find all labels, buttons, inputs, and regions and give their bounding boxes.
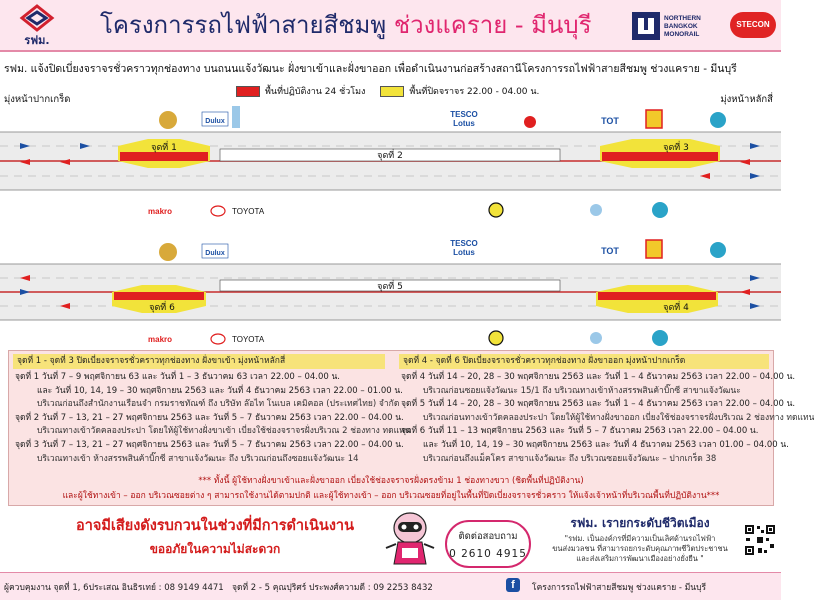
schedule-line: บริเวณทางเข้าวัดคลองประปา โดยให้ผู้ใช้ทา… xyxy=(37,426,411,437)
northern-bangkok-monorail-logo: NORTHERN BANGKOK MONORAIL xyxy=(632,12,701,40)
tot-logo-lower: TOT xyxy=(601,246,619,256)
schedule-line: จุดที่ 6 วันที่ 11 – 13 พฤศจิกายน 2563 แ… xyxy=(401,426,759,437)
schedule-left-heading: จุดที่ 1 - จุดที่ 3 ปิดเบี่ยงจราจรชั่วคร… xyxy=(13,354,385,369)
srt-slogan: รฟม. เรายกระดับชีวิตเมือง xyxy=(570,516,710,530)
schedule-line: บริเวณก่อนซอยแจ้งวัฒนะ 15/1 ถึง บริเวณทา… xyxy=(423,385,741,396)
contact-label: ติดต่อสอบถาม xyxy=(458,531,518,542)
upper-landmarks: Dulux TESCO Lotus TOT makro TOYOTA xyxy=(148,106,726,218)
lower-landmarks: Dulux TESCO Lotus TOT makro TOYOTA xyxy=(148,239,726,346)
apology-block: อาจมีเสียงดังรบกวนในช่วงที่มีการดำเนินงา… xyxy=(0,510,410,568)
srt-logo: รฟม. xyxy=(19,4,55,47)
schedule-line: และ วันที่ 10, 14, 19 – 30 พฤศจิกายน 256… xyxy=(423,439,789,450)
upper-road-arrows-blue xyxy=(20,143,760,179)
zone-2-area xyxy=(219,148,561,162)
zone-1-work xyxy=(120,152,208,161)
header-banner: รฟม. โครงการรถไฟฟ้าสายสีชมพู ช่วงแคราย -… xyxy=(0,0,781,52)
makro-logo-lower: makro xyxy=(148,335,172,344)
dulux-logo-upper: Dulux xyxy=(205,118,225,125)
lower-road-arrows xyxy=(20,275,750,309)
facebook-icon[interactable]: f xyxy=(506,578,520,592)
apology-line-2: ขออภัยในความไม่สะดวก xyxy=(149,542,281,556)
direction-left-label: มุ่งหน้าปากเกร็ด xyxy=(4,94,71,105)
contact-phone[interactable]: 0 2610 4915 xyxy=(449,548,527,560)
page-title: โครงการรถไฟฟ้าสายสีชมพู ช่วงแคราย - มีนบ… xyxy=(100,8,592,42)
schedule-line: จุดที่ 2 วันที่ 7 – 13, 21 – 27 พฤศจิกาย… xyxy=(15,412,404,423)
schedule-line: บริเวณทางเข้า ห้างสรรพสินค้าบิ๊กซี สาขาแ… xyxy=(37,453,359,464)
lower-road-arrows-blue xyxy=(20,275,760,309)
srt-desc-line-2: ขนส่งมวลชน ที่สามารถยกระดับคุณภาพชีวิตปร… xyxy=(552,544,728,553)
schedule-line: บริเวณก่อนถึงสำนักงานเรือนจำ กรมราชทัณฑ์… xyxy=(37,399,400,410)
schedule-line: บริเวณก่อนทางเข้าวัดคลองประปา โดยให้ผู้ใ… xyxy=(423,412,814,423)
zone-5-label: จุดที่ 5 xyxy=(377,279,403,292)
tesco-logo-upper: TESCO xyxy=(450,110,478,119)
zone-3-label: จุดที่ 3 xyxy=(663,140,689,153)
toyota-logo-upper: TOYOTA xyxy=(232,207,265,216)
schedule-line: จุดที่ 1 วันที่ 7 – 9 พฤศจิกายน 63 และ ว… xyxy=(15,372,340,382)
zone-6-work xyxy=(114,292,204,300)
qr-code-icon[interactable] xyxy=(744,524,776,556)
lotus-logo-upper: Lotus xyxy=(453,119,475,128)
zone-1-label: จุดที่ 1 xyxy=(151,140,177,153)
upper-road: จุดที่ 1 จุดที่ 2 จุดที่ 3 xyxy=(0,131,781,191)
schedule-line: จุดที่ 4 วันที่ 14 – 20, 28 – 30 พฤศจิกา… xyxy=(401,372,796,382)
stecon-logo: STECON xyxy=(730,12,776,38)
legend-red-label: พื้นที่ปฏิบัติงาน 24 ชั่วโมง xyxy=(265,87,366,97)
schedule-line: จุดที่ 3 วันที่ 7 – 13, 21 – 27 พฤศจิกาย… xyxy=(15,439,404,450)
footer-contact-2: จุดที่ 2 - 5 คุณปุริศร์ ประพงศ์ความดี : … xyxy=(232,583,433,593)
nbm-line-3: MONORAIL xyxy=(664,31,699,38)
zone-4-work xyxy=(598,292,716,300)
road-closure-map: จุดที่ 1 จุดที่ 2 จุดที่ 3 จุดที่ 6 จุดท… xyxy=(0,106,781,346)
schedule-note-2: และผู้ใช้ทางเข้า – ออก บริเวณซอยต่าง ๆ ส… xyxy=(62,491,720,501)
footer-bar: ผู้ควบคุมงาน จุดที่ 1, 6ประเสณ อินธิรเทย… xyxy=(0,572,781,600)
bank-icon-lower xyxy=(652,202,668,218)
map-legend: พื้นที่ปฏิบัติงาน 24 ชั่วโมง พื้นที่ปิดจ… xyxy=(236,84,551,100)
schedule-right-column: จุดที่ 4 วันที่ 14 – 20, 28 – 30 พฤศจิกา… xyxy=(401,371,814,466)
legend-yellow-swatch xyxy=(380,85,405,97)
bank-icon-upper xyxy=(710,112,726,128)
srt-desc-line-1: "รฟม. เป็นองค์กรที่มีความเป็นเลิศด้านรถไ… xyxy=(564,534,716,543)
title-main: โครงการรถไฟฟ้าสายสีชมพู xyxy=(100,11,387,39)
lower-road: จุดที่ 6 จุดที่ 5 จุดที่ 4 xyxy=(0,263,781,321)
schedule-right-heading: จุดที่ 4 - จุดที่ 6 ปิดเบี่ยงจราจรชั่วคร… xyxy=(399,354,769,369)
nbm-line-2: BANGKOK xyxy=(664,23,698,30)
makro-logo-upper: makro xyxy=(148,207,172,216)
schedule-line: และ วันที่ 10, 14, 19 – 30 พฤศจิกายน 256… xyxy=(37,385,403,396)
temple-icon xyxy=(159,111,177,129)
legend-yellow-label: พื้นที่ปิดจราจร 22.00 - 04.00 น. xyxy=(409,87,540,97)
prison-icon xyxy=(488,202,504,218)
toyota-logo-lower: TOYOTA xyxy=(232,335,265,344)
srt-desc-line-3: และส่งเสริมการพัฒนาเมืองอย่างยั่งยืน " xyxy=(576,554,704,563)
tot-logo-upper: TOT xyxy=(601,116,619,126)
schedule-line: จุดที่ 5 วันที่ 14 – 20, 28 – 30 พฤศจิกา… xyxy=(401,399,796,410)
lotus-logo-lower: Lotus xyxy=(453,248,475,257)
apology-line-1: อาจมีเสียงดังรบกวนในช่วงที่มีการดำเนินงา… xyxy=(76,518,354,534)
footer-contact-1: ผู้ควบคุมงาน จุดที่ 1, 6ประเสณ อินธิรเทย… xyxy=(4,583,224,593)
zone-2-label: จุดที่ 2 xyxy=(377,148,403,161)
zone-4-label: จุดที่ 4 xyxy=(663,300,689,313)
legend-red: พื้นที่ปฏิบัติงาน 24 ชั่วโมง xyxy=(236,84,365,98)
upper-road-arrows xyxy=(20,159,750,179)
zone-6-label: จุดที่ 6 xyxy=(149,300,175,313)
nbm-line-1: NORTHERN xyxy=(664,15,701,22)
schedule-note-1: *** ทั้งนี้ ผู้ใช้ทางฝั่งขาเข้าและฝั่งขา… xyxy=(198,476,584,486)
closure-notice: รฟม. แจ้งปิดเบี่ยงจราจรชั่วคราวทุกช่องทา… xyxy=(4,63,737,75)
mascot-illustration xyxy=(385,512,435,565)
zone-3-work xyxy=(602,152,718,161)
legend-yellow: พื้นที่ปิดจราจร 22.00 - 04.00 น. xyxy=(380,84,539,98)
title-section: ช่วงแคราย - มีนบุรี xyxy=(393,11,592,39)
contact-box: ติดต่อสอบถาม 0 2610 4915 xyxy=(445,520,531,568)
schedule-panel: จุดที่ 1 - จุดที่ 3 ปิดเบี่ยงจราจรชั่วคร… xyxy=(8,350,814,506)
srt-logo-text: รฟม. xyxy=(24,34,49,47)
facebook-page-link[interactable]: โครงการรถไฟฟ้าสายสีชมพู ช่วงแคราย - มีนบ… xyxy=(532,583,707,593)
schedule-line: บริเวณก่อนถึงแม็คโคร สาขาแจ้งวัฒนะ ถึง บ… xyxy=(423,453,717,464)
schedule-left-column: จุดที่ 1 วันที่ 7 – 9 พฤศจิกายน 63 และ ว… xyxy=(15,371,411,466)
tesco-logo-lower: TESCO xyxy=(450,239,478,248)
direction-right-label: มุ่งหน้าหลักสี่ xyxy=(720,94,773,105)
zone-5-area xyxy=(219,279,561,292)
legend-red-swatch xyxy=(236,85,260,97)
dulux-logo-lower: Dulux xyxy=(205,250,225,257)
